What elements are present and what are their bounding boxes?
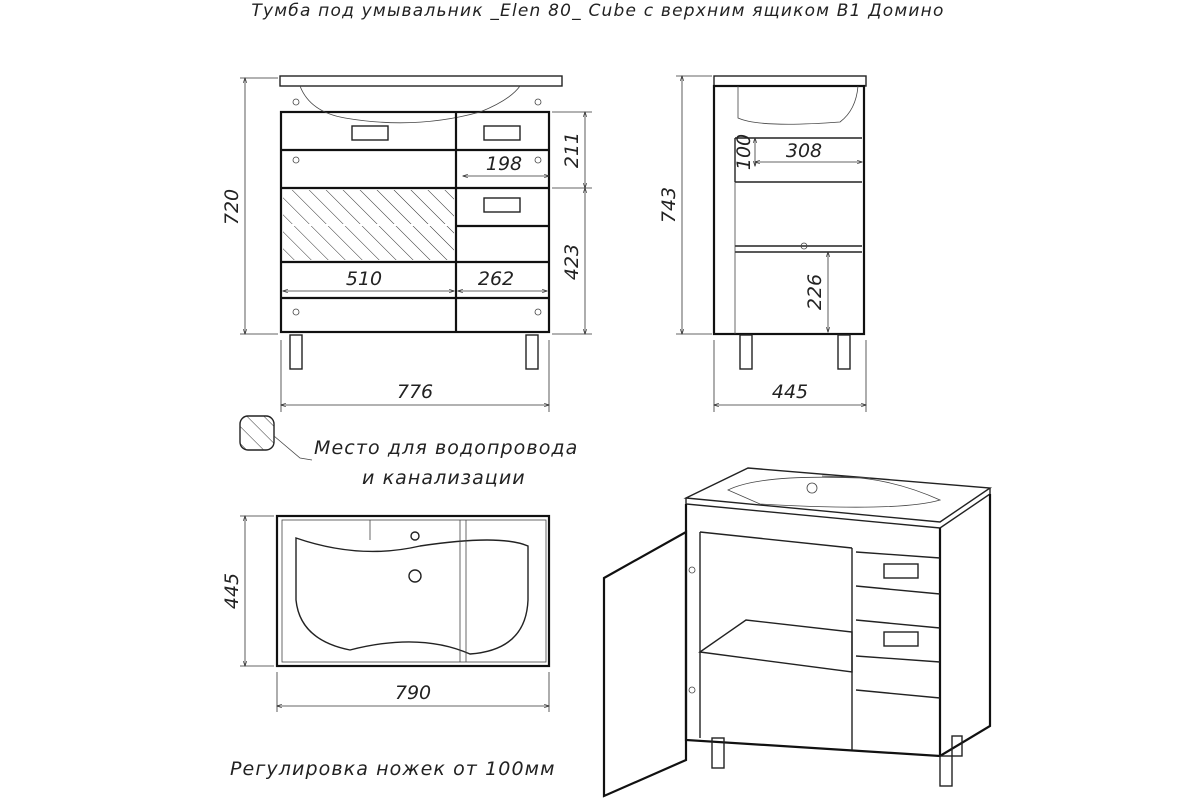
plumbing-zone [283, 226, 454, 260]
drawer-handle [483, 197, 521, 213]
plumbing-zone [283, 190, 454, 224]
drawing-title: Тумба под умывальник _Elen 80_ Cube с ве… [251, 1, 944, 21]
legend-hatch-swatch [239, 415, 275, 451]
dim-top-depth: 445 [221, 573, 243, 609]
front-view: 198 510 262 776 720 211 423 [221, 75, 592, 412]
side-view: 308 100 226 743 445 [658, 75, 867, 412]
dim-side-depth: 445 [772, 381, 808, 403]
dim-drawer-width: 198 [486, 153, 522, 175]
dim-top-width: 790 [395, 682, 431, 704]
legend-line1: Место для водопровода [314, 437, 578, 459]
dim-shelf-height: 226 [804, 274, 826, 310]
legend-line2: и канализации [362, 467, 526, 489]
dim-drawer-height: 211 [561, 132, 583, 168]
dim-front-width: 776 [397, 381, 433, 403]
isometric-view [602, 467, 993, 798]
drawer-handle [883, 563, 919, 579]
legs-adjustment-note: Регулировка ножек от 100мм [230, 758, 556, 780]
drawer-handle [351, 125, 389, 141]
dim-drawer-offset: 100 [733, 134, 755, 170]
drawer-handle [483, 125, 521, 141]
drawer-handle [883, 631, 919, 647]
dim-front-height: 720 [221, 189, 243, 225]
dim-side-height: 743 [658, 187, 680, 223]
dim-inner-right: 262 [478, 268, 514, 290]
dim-inner-left: 510 [346, 268, 382, 290]
top-view: 790 445 [221, 514, 551, 712]
dim-lower-height: 423 [561, 244, 583, 280]
legend: Место для водопровода и канализации [239, 415, 578, 489]
dim-inner-depth: 308 [786, 140, 822, 162]
